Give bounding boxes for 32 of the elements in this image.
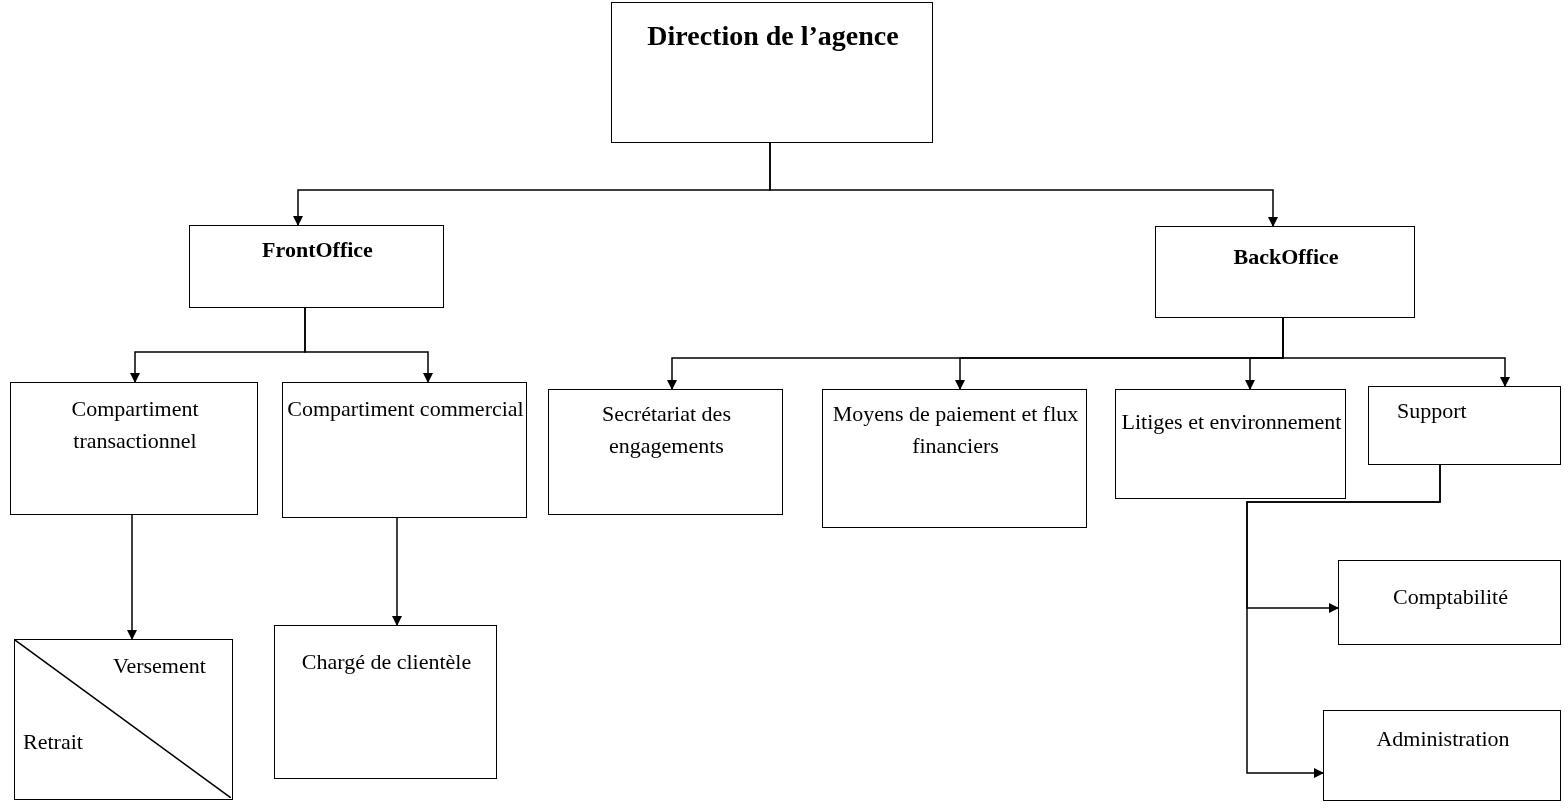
box-label: Chargé de clientèle bbox=[300, 648, 473, 676]
box-label: Retrait bbox=[23, 728, 84, 756]
connector-arrow bbox=[1246, 464, 1441, 778]
box-heading: BackOffice bbox=[1232, 243, 1340, 271]
box-label: Administration bbox=[1375, 725, 1511, 753]
box-label: Compartiment transactionnel bbox=[70, 395, 200, 455]
org-chart-box bbox=[611, 2, 933, 143]
org-chart-box bbox=[189, 225, 444, 308]
box-label: Moyens de paiement et flux financiers bbox=[831, 400, 1080, 460]
connector-arrow bbox=[304, 307, 433, 383]
org-chart-box bbox=[1368, 386, 1561, 465]
org-chart-box bbox=[282, 382, 527, 518]
box-label: Compartiment commercial bbox=[286, 395, 525, 423]
box-heading: FrontOffice bbox=[261, 236, 374, 264]
connector-arrow bbox=[392, 517, 402, 626]
org-chart-box bbox=[822, 389, 1087, 528]
box-label: Litiges et environnement bbox=[1120, 408, 1343, 436]
box-label: Secrétariat des engagements bbox=[601, 400, 732, 460]
org-chart-box bbox=[1155, 226, 1415, 318]
connector-arrow bbox=[127, 514, 137, 640]
org-chart-box bbox=[1323, 710, 1561, 801]
org-chart-box bbox=[274, 625, 497, 779]
box-label: Comptabilité bbox=[1392, 583, 1509, 611]
box-label: Support bbox=[1397, 397, 1468, 425]
org-chart-box bbox=[548, 389, 783, 515]
box-label: Versement bbox=[113, 652, 207, 680]
org-chart-box bbox=[1338, 560, 1561, 645]
org-chart-box bbox=[10, 382, 258, 515]
connector-arrow bbox=[1282, 317, 1510, 387]
org-chart-box bbox=[1115, 389, 1346, 499]
box-heading: Direction de l’agence bbox=[646, 19, 900, 53]
connector-arrow bbox=[769, 142, 1278, 227]
